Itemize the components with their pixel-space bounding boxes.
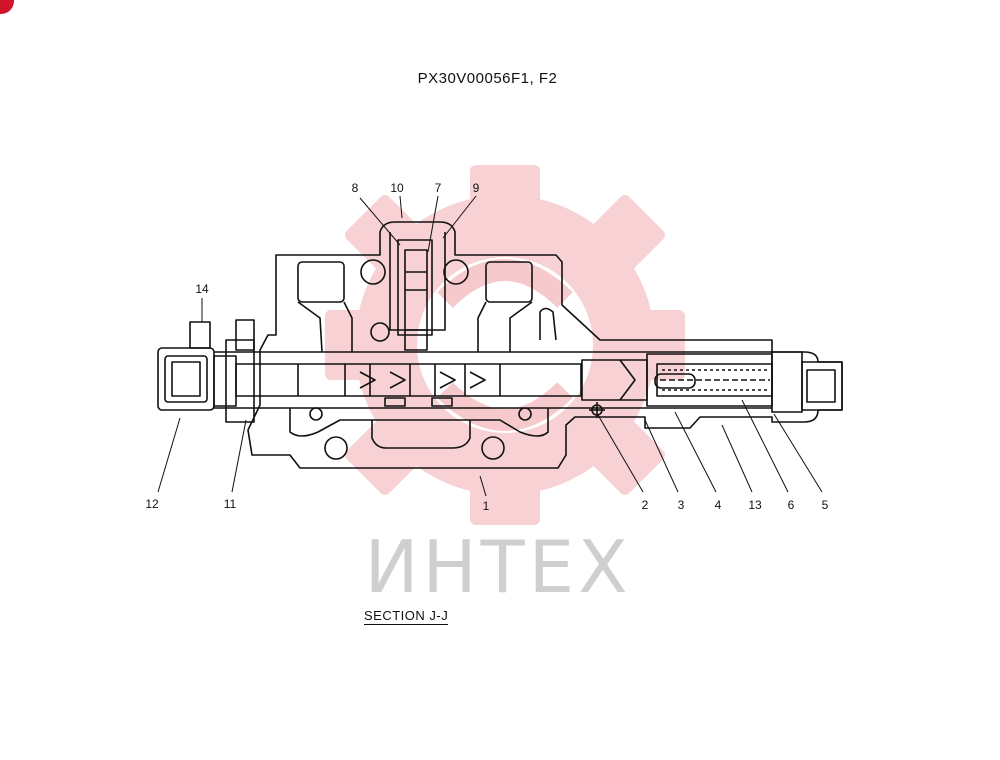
section-label: SECTION J-J: [364, 608, 449, 625]
callout-9: 9: [473, 181, 480, 195]
callout-8: 8: [352, 181, 359, 195]
callout-4: 4: [715, 498, 722, 512]
watermark-emblem-icon: [437, 259, 573, 431]
callout-6: 6: [788, 498, 795, 512]
diagram-title: PX30V00056F1, F2: [417, 70, 558, 87]
callout-1: 1: [483, 499, 490, 513]
callout-14: 14: [195, 282, 209, 296]
callout-3: 3: [678, 498, 685, 512]
watermark-gear-hole: [417, 257, 593, 433]
leader-lines: [157, 195, 823, 497]
callout-2: 2: [642, 498, 649, 512]
callout-11: 11: [224, 497, 237, 511]
callout-10: 10: [390, 181, 404, 195]
valve-body: [157, 221, 843, 469]
callout-12: 12: [145, 497, 159, 511]
callout-7: 7: [435, 181, 442, 195]
callout-5: 5: [822, 498, 829, 512]
watermark-text: ИНТЕХ: [365, 525, 632, 609]
callout-13: 13: [748, 498, 762, 512]
